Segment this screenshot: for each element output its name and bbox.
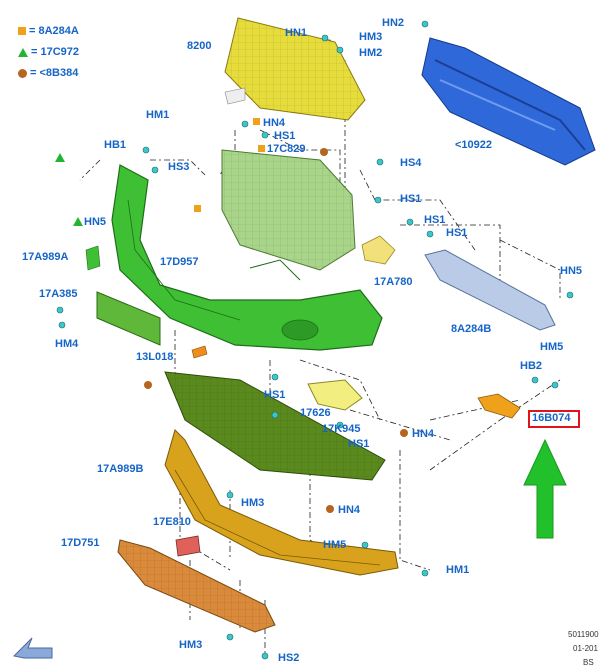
callout-17a385[interactable]: 17A385 — [39, 288, 78, 300]
bracket-17A780 — [361, 235, 396, 265]
upper-grille-8200 — [224, 17, 366, 121]
part-16B074 — [477, 393, 521, 419]
callout-17e810[interactable]: 17E810 — [153, 516, 191, 528]
callout-17a989b[interactable]: 17A989B — [97, 463, 144, 475]
callout-17d957[interactable]: 17D957 — [160, 256, 199, 268]
callout-hb2[interactable]: HB2 — [520, 360, 543, 372]
callout-hm3[interactable]: HM3 — [179, 639, 203, 651]
callout-hn4[interactable]: HN4 — [263, 117, 286, 129]
callout-17626[interactable]: 17626 — [300, 407, 331, 419]
callout-hn4[interactable]: HN4 — [338, 504, 361, 516]
callout-16b074[interactable]: 16B074 — [532, 412, 571, 424]
callout-hs4[interactable]: HS4 — [400, 157, 422, 169]
callout-hm2[interactable]: HM2 — [359, 47, 383, 59]
legend-label: = 17C972 — [31, 46, 80, 58]
callout-hs3[interactable]: HS3 — [168, 161, 190, 173]
callout-hn4[interactable]: HN4 — [412, 428, 435, 440]
bracket-17A989A — [85, 245, 101, 271]
footer-code: 01-201 — [573, 644, 598, 653]
pin-markers — [55, 153, 83, 226]
absorber-8A284B — [424, 249, 556, 331]
callout-10922[interactable]: <10922 — [455, 139, 493, 151]
callout-hm1[interactable]: HM1 — [146, 109, 170, 121]
splash-shield-17626 — [164, 371, 386, 481]
legend-label: = 8A284A — [29, 25, 79, 37]
lower-deflector-17A989B — [164, 429, 399, 576]
skid-plate-17D751 — [117, 539, 276, 633]
callout-hs1[interactable]: HS1 — [400, 193, 422, 205]
highlight-box — [528, 410, 580, 428]
callout-17k945[interactable]: 17K945 — [322, 423, 361, 435]
green-triangle-icon — [18, 47, 28, 57]
callout-hs1[interactable]: HS1 — [264, 389, 286, 401]
callout-hs2[interactable]: HS2 — [278, 652, 300, 664]
callout-hn1[interactable]: HN1 — [285, 27, 308, 39]
plate-bracket-17A385 — [96, 291, 161, 346]
callout-hm5[interactable]: HM5 — [540, 341, 564, 353]
part-13L018 — [191, 345, 208, 359]
callout-8200[interactable]: 8200 — [187, 40, 212, 52]
callout-hs1[interactable]: HS1 — [446, 227, 468, 239]
fastener-markers — [56, 20, 574, 660]
callout-hn5[interactable]: HN5 — [84, 216, 107, 228]
legend-row-brown: = <8B384 — [18, 67, 78, 80]
grille-emblem — [224, 87, 246, 105]
legend-label: = <8B384 — [30, 67, 79, 79]
footer-code: BS — [583, 658, 594, 667]
callout-hb1[interactable]: HB1 — [104, 139, 127, 151]
clip-markers — [194, 118, 265, 212]
orange-square-icon — [18, 27, 26, 36]
part-17E810 — [175, 535, 201, 557]
bezel-17K945 — [307, 379, 363, 411]
callout-hm1[interactable]: HM1 — [446, 564, 470, 576]
callout-hs1[interactable]: HS1 — [348, 438, 370, 450]
indicator-arrow — [523, 438, 567, 539]
callout-hs1[interactable]: HS1 — [424, 214, 446, 226]
callout-hn5[interactable]: HN5 — [560, 265, 583, 277]
back-arrow-icon — [12, 637, 53, 659]
inner-grille-17C829 — [221, 149, 356, 271]
callout-17a989a[interactable]: 17A989A — [22, 251, 69, 263]
callout-17d751[interactable]: 17D751 — [61, 537, 100, 549]
nut-markers — [144, 148, 408, 513]
footer-code: 5011900 — [568, 630, 599, 639]
callout-hm4[interactable]: HM4 — [55, 338, 79, 350]
callout-17c829[interactable]: 17C829 — [267, 143, 306, 155]
callout-hs1[interactable]: HS1 — [274, 130, 296, 142]
bumper-cover-17D957 — [111, 164, 383, 351]
callout-17a780[interactable]: 17A780 — [374, 276, 413, 288]
legend-row-green: = 17C972 — [18, 46, 79, 59]
callout-hm5[interactable]: HM5 — [323, 539, 347, 551]
callout-8a284b[interactable]: 8A284B — [451, 323, 492, 335]
brown-circle-icon — [18, 68, 27, 78]
legend-row-orange: = 8A284A — [18, 25, 79, 38]
reinforcement-10922 — [421, 37, 596, 166]
callout-hm3[interactable]: HM3 — [359, 31, 383, 43]
callout-13l018[interactable]: 13L018 — [136, 351, 174, 363]
callout-hn2[interactable]: HN2 — [382, 17, 405, 29]
callout-hm3[interactable]: HM3 — [241, 497, 265, 509]
